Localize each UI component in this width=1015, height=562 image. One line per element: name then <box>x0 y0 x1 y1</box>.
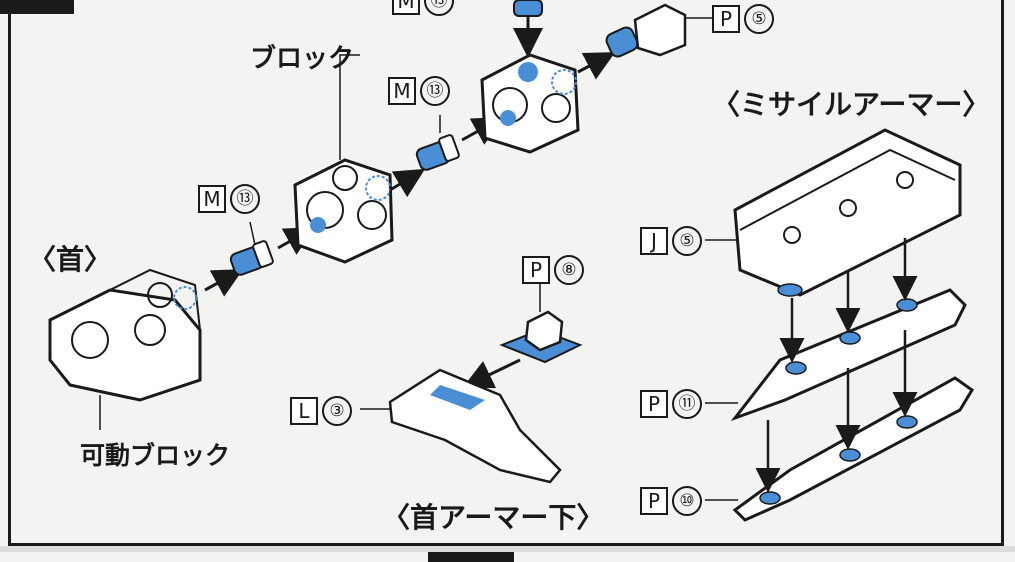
part-number: ⑧ <box>554 255 584 285</box>
part-number: ⑤ <box>744 4 774 34</box>
part-letter: P <box>522 256 550 284</box>
part-letter: P <box>640 487 668 515</box>
missile-armor-heading: 〈ミサイルアーマー〉 <box>712 88 991 121</box>
part-code-m13-top: M ⑬ <box>392 0 454 16</box>
neck-armor-part-l3 <box>388 368 562 484</box>
neck-armor-connector-p8 <box>499 310 583 364</box>
part-letter: M <box>392 0 420 15</box>
part-letter: P <box>640 390 668 418</box>
part-number: ⑬ <box>230 184 260 214</box>
part-letter: M <box>198 185 226 213</box>
part-letter: M <box>388 77 416 105</box>
frame-bottom-strip <box>0 546 1015 552</box>
part-number: ⑬ <box>424 0 454 16</box>
part-code-p8: P ⑧ <box>522 255 584 285</box>
part-number: ⑤ <box>672 226 702 256</box>
frame-tab-bottom <box>428 552 514 562</box>
neck-heading: 〈首〉 <box>28 243 113 276</box>
part-letter: L <box>290 397 318 425</box>
block-label: ブロック <box>250 44 355 74</box>
part-code-p11: P ⑪ <box>640 389 702 419</box>
connector-part-m13-mid <box>415 134 460 171</box>
part-code-p5: P ⑤ <box>712 4 774 34</box>
movable-block-label: 可動ブロック <box>80 441 231 470</box>
part-code-p10: P ⑩ <box>640 486 702 516</box>
part-number: ③ <box>322 396 352 426</box>
neck-armor-lower-heading: 〈首アーマー下〉 <box>382 501 605 534</box>
elbow-part-p5 <box>605 3 687 58</box>
connector-part-m13-left <box>229 240 274 276</box>
instruction-frame <box>8 0 1004 546</box>
frame-tab-top <box>0 0 74 14</box>
part-code-m13-mid: M ⑬ <box>388 76 450 106</box>
part-code-l3: L ③ <box>290 396 352 426</box>
block-part-top <box>480 53 580 154</box>
part-code-m13-left: M ⑬ <box>198 184 260 214</box>
movable-block-part <box>48 268 202 402</box>
missile-armor-part-j5 <box>733 128 962 297</box>
part-number: ⑬ <box>420 76 450 106</box>
part-code-j5: J ⑤ <box>640 226 702 256</box>
part-number: ⑩ <box>672 486 702 516</box>
block-part-middle <box>293 158 394 264</box>
part-number: ⑪ <box>672 389 702 419</box>
part-letter: J <box>640 227 668 255</box>
part-letter: P <box>712 5 740 33</box>
